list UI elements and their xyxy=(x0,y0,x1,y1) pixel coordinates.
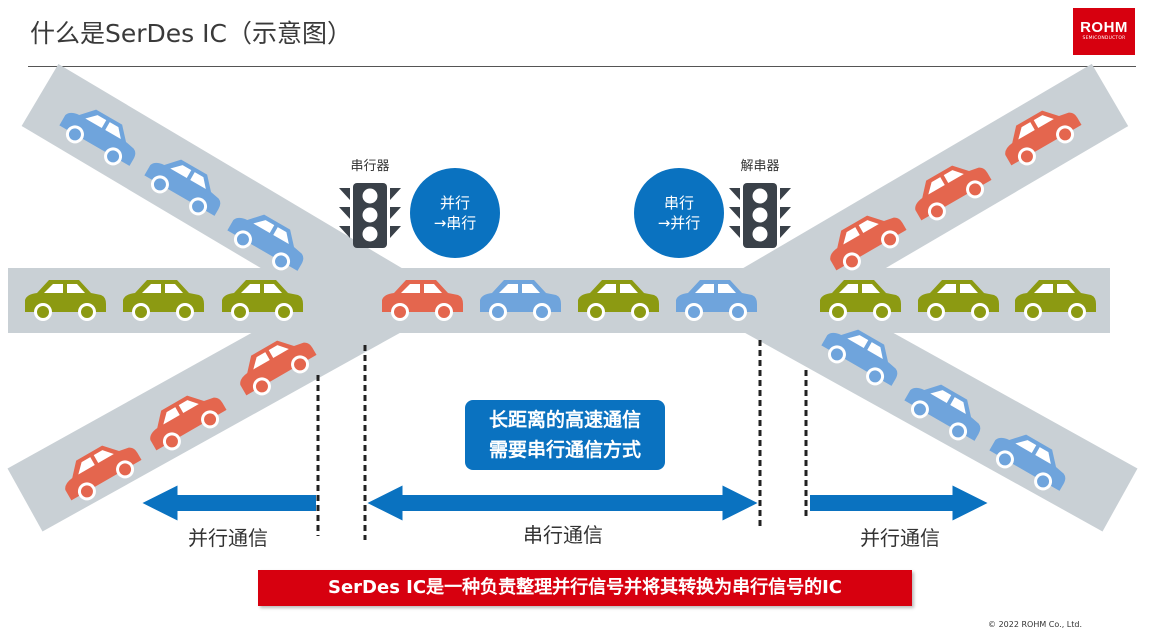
deserializer-circle: 串行 →并行 xyxy=(634,168,724,258)
center-note: 长距离的高速通信需要串行通信方式 xyxy=(465,400,665,470)
deserializer-label: 解串器 xyxy=(740,159,780,174)
copyright: © 2022 ROHM Co., Ltd. xyxy=(988,620,1082,629)
summary-banner: SerDes IC是一种负责整理并行信号并将其转换为串行信号的IC xyxy=(258,570,912,606)
label-parallel-right: 并行通信 xyxy=(860,526,940,550)
circle-text: 并行 xyxy=(439,194,470,212)
traffic-light-icon xyxy=(339,183,401,248)
traffic-light-icon xyxy=(729,183,791,248)
serializer-circle: 并行 →串行 xyxy=(410,168,500,258)
circle-text: 串行 xyxy=(663,194,694,212)
title-divider xyxy=(28,66,1136,67)
note-line: 需要串行通信方式 xyxy=(488,439,641,461)
label-parallel-left: 并行通信 xyxy=(188,526,268,550)
circle-text: →并行 xyxy=(657,214,701,232)
serializer-label: 串行器 xyxy=(350,159,390,174)
dashed-lines xyxy=(316,340,808,540)
note-line: 长距离的高速通信 xyxy=(488,409,641,431)
circle-text: →串行 xyxy=(433,214,477,232)
label-serial: 串行通信 xyxy=(523,523,603,547)
page-title: 什么是SerDes IC（示意图） xyxy=(30,19,352,48)
